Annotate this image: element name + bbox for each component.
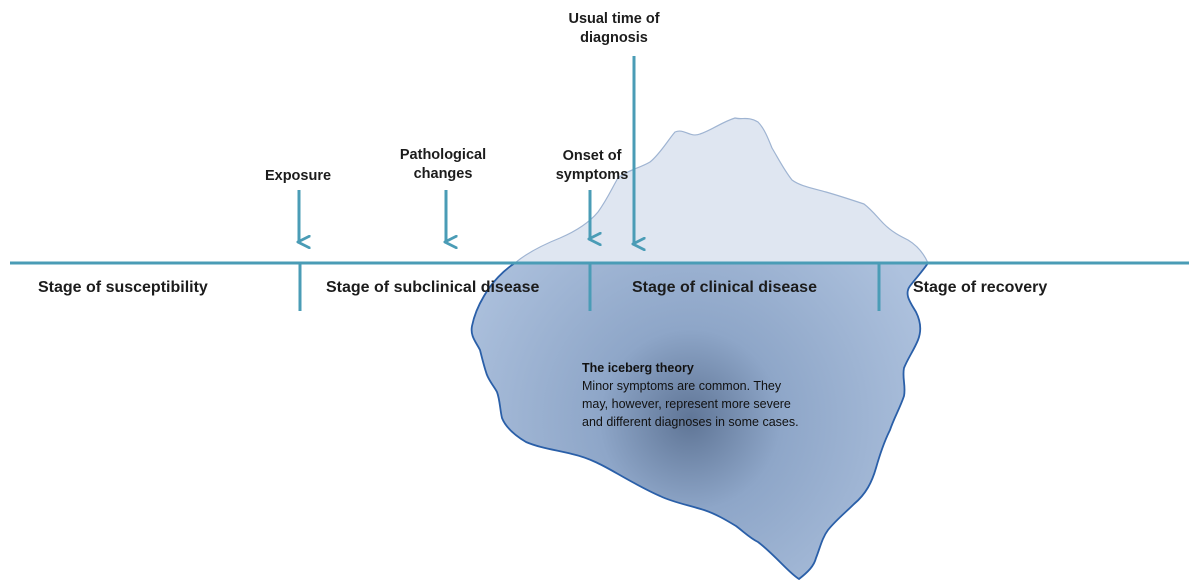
iceberg-note-line-3: and different diagnoses in some cases. <box>582 415 799 429</box>
stage-susceptibility: Stage of susceptibility <box>38 279 208 296</box>
stage-subclinical: Stage of subclinical disease <box>326 279 540 296</box>
onset-label-line-2: symptoms <box>555 167 629 183</box>
stage-recovery: Stage of recovery <box>913 279 1048 296</box>
iceberg-note-line-2: may, however, represent more severe <box>582 397 791 411</box>
iceberg-note-title: The iceberg theory <box>582 361 694 375</box>
iceberg-note: The iceberg theory Minor symptoms are co… <box>582 359 799 431</box>
iceberg-tip <box>513 117 929 264</box>
stage-clinical: Stage of clinical disease <box>632 279 817 296</box>
diagnosis-label-line-1: Usual time of <box>568 11 660 27</box>
pathological-label-line-1: Pathological <box>399 147 487 163</box>
diagnosis-label-line-2: diagnosis <box>580 30 648 46</box>
onset-of-symptoms-label: Onset of symptoms <box>556 147 629 185</box>
diagnosis-label: Usual time of diagnosis <box>568 10 659 48</box>
pathological-changes-label: Pathological changes <box>400 146 486 184</box>
onset-label-line-1: Onset of <box>562 148 622 164</box>
iceberg-body <box>470 262 930 580</box>
iceberg-note-line-1: Minor symptoms are common. They <box>582 379 782 393</box>
pathological-label-line-2: changes <box>413 166 473 182</box>
exposure-label: Exposure <box>264 168 332 184</box>
